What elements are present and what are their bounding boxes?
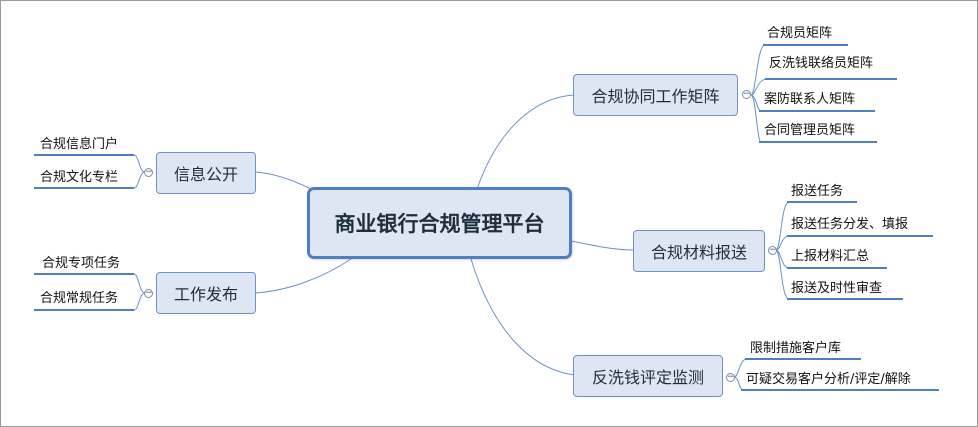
- collapse-toggle-icon[interactable]: −: [144, 288, 153, 298]
- leaf-report-3[interactable]: 报送及时性审查: [791, 281, 883, 296]
- leaf-underline: [741, 389, 939, 391]
- link-b4-c1: [133, 292, 146, 311]
- link-root-b0: [476, 94, 575, 190]
- collapse-toggle-icon[interactable]: −: [768, 245, 777, 255]
- branch-label: 信息公开: [173, 165, 238, 184]
- root-node[interactable]: 商业银行合规管理平台: [307, 187, 572, 259]
- leaf-collab-3[interactable]: 合同管理员矩阵: [764, 123, 856, 138]
- leaf-underline: [787, 235, 933, 237]
- leaf-aml-1[interactable]: 可疑交易客户分析/评定/解除: [746, 372, 911, 387]
- branch-node-material-report[interactable]: 合规材料报送: [633, 230, 765, 272]
- link-root-b4: [254, 258, 352, 294]
- root-label: 商业银行合规管理平台: [334, 212, 545, 236]
- leaf-info-1[interactable]: 合规文化专栏: [40, 170, 119, 185]
- leaf-underline: [745, 358, 861, 360]
- leaf-underline: [34, 154, 134, 156]
- collapse-toggle-icon[interactable]: −: [144, 167, 153, 177]
- branch-node-info-public[interactable]: 信息公开: [156, 152, 256, 194]
- link-b1-c3: [775, 249, 790, 300]
- leaf-underline: [759, 110, 875, 112]
- leaf-underline: [787, 267, 887, 269]
- branch-node-work-publish[interactable]: 工作发布: [156, 272, 256, 314]
- branch-label: 合规协同工作矩阵: [591, 87, 720, 106]
- collapse-toggle-icon[interactable]: −: [742, 89, 751, 99]
- leaf-underline: [34, 309, 134, 311]
- leaf-underline: [34, 187, 134, 189]
- branch-label: 合规材料报送: [650, 243, 747, 262]
- link-b0-c3: [750, 94, 762, 143]
- link-b4-c0: [133, 273, 146, 294]
- leaf-report-0[interactable]: 报送任务: [791, 184, 844, 199]
- leaf-report-2[interactable]: 上报材料汇总: [791, 249, 870, 264]
- link-b3-c0: [133, 154, 146, 173]
- leaf-underline: [765, 78, 897, 80]
- link-b0-c1: [750, 78, 768, 96]
- collapse-toggle-icon[interactable]: −: [726, 372, 735, 382]
- link-root-b1: [570, 240, 635, 251]
- leaf-underline: [787, 298, 903, 300]
- leaf-info-0[interactable]: 合规信息门户: [40, 137, 119, 152]
- leaf-work-0[interactable]: 合规专项任务: [42, 256, 121, 271]
- branch-label: 反洗钱评定监测: [591, 368, 704, 387]
- link-root-b3: [254, 171, 312, 190]
- leaf-collab-0[interactable]: 合规员矩阵: [767, 26, 833, 41]
- leaf-collab-1[interactable]: 反洗钱联络员矩阵: [769, 56, 874, 71]
- link-b0-c0: [750, 44, 766, 96]
- branch-node-collab-matrix[interactable]: 合规协同工作矩阵: [573, 74, 738, 116]
- branch-node-aml-monitor[interactable]: 反洗钱评定监测: [573, 355, 723, 397]
- leaf-aml-0[interactable]: 限制措施客户库: [750, 341, 842, 356]
- link-b1-c0: [775, 201, 790, 251]
- leaf-underline: [34, 273, 134, 275]
- link-b3-c1: [133, 171, 146, 189]
- branch-label: 工作发布: [173, 285, 238, 304]
- leaf-work-1[interactable]: 合规常规任务: [40, 291, 119, 306]
- leaf-underline: [763, 44, 848, 46]
- link-root-b2: [470, 258, 575, 376]
- leaf-report-1[interactable]: 报送任务分发、填报: [791, 217, 909, 232]
- leaf-underline: [787, 201, 857, 203]
- leaf-underline: [759, 141, 877, 143]
- leaf-collab-2[interactable]: 案防联系人矩阵: [764, 92, 856, 107]
